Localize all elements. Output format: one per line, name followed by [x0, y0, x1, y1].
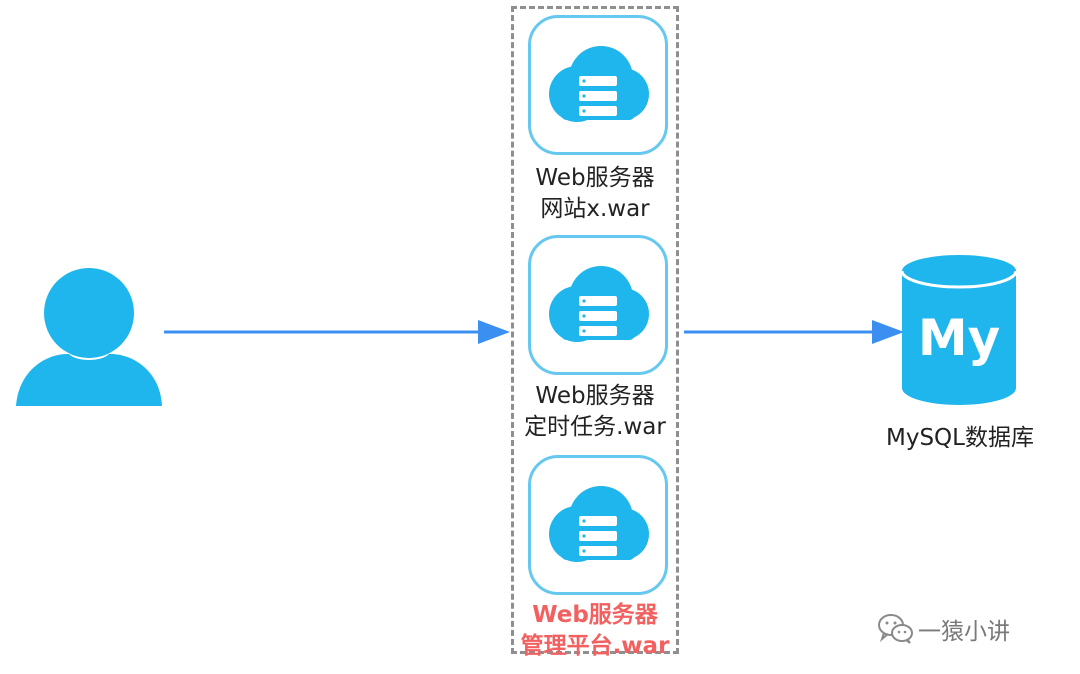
server-group: [511, 6, 679, 654]
server-card-scheduler: [528, 235, 668, 375]
server-app: 定时任务.war: [524, 414, 666, 440]
server-name: Web服务器: [532, 602, 658, 628]
database-icon: My: [900, 255, 1018, 405]
server-name: Web服务器: [535, 165, 655, 191]
cloud-server-icon: [549, 46, 649, 122]
database-label: MySQL数据库: [886, 425, 1034, 451]
server-card-admin: [528, 455, 668, 595]
arrow-user-to-servers: [164, 320, 510, 344]
cloud-server-icon: [549, 486, 649, 562]
user-icon: [16, 268, 162, 406]
server-name: Web服务器: [535, 383, 655, 409]
server-card-website: [528, 15, 668, 155]
server-label-scheduler: Web服务器 定时任务.war: [500, 381, 690, 443]
mysql-logo-text: My: [918, 309, 1000, 367]
server-label-admin: Web服务器 管理平台.war: [500, 600, 690, 662]
server-app: 网站x.war: [540, 196, 650, 222]
watermark: 一猿小讲: [872, 608, 1062, 648]
wechat-icon: [878, 614, 913, 644]
watermark-text: 一猿小讲: [918, 619, 1010, 645]
server-app: 管理平台.war: [520, 633, 670, 659]
cloud-server-icon: [549, 266, 649, 342]
arrow-servers-to-database: [684, 320, 904, 344]
server-label-website: Web服务器 网站x.war: [500, 163, 690, 225]
